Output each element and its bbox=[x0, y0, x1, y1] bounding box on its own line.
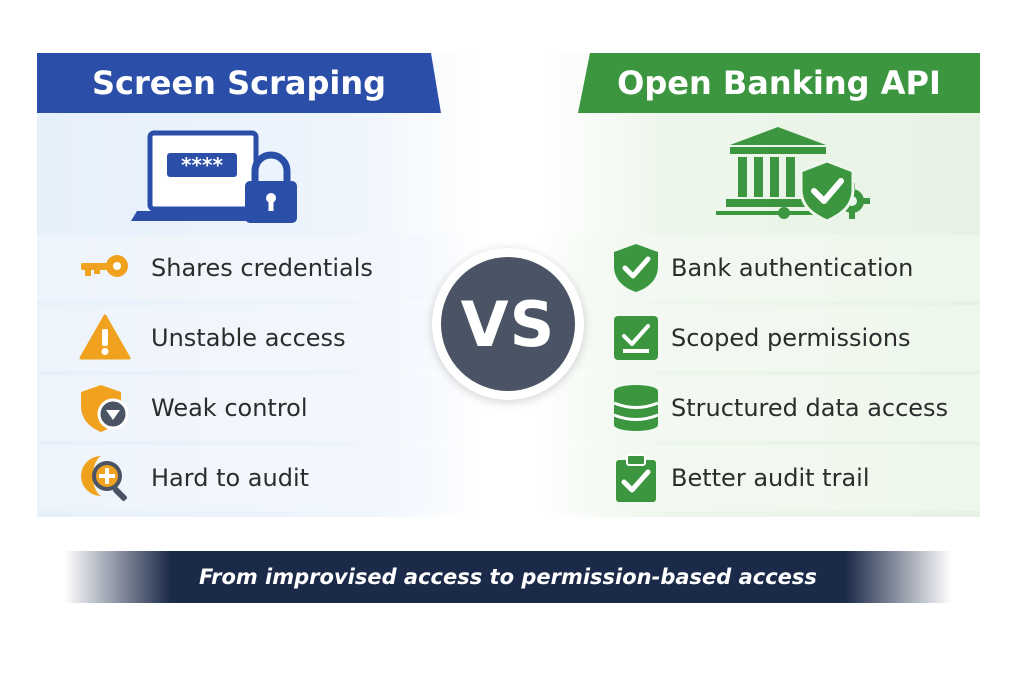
footer-banner: From improvised access to permission-bas… bbox=[64, 551, 952, 603]
list-item: Better audit trail bbox=[540, 445, 980, 511]
item-label: Unstable access bbox=[151, 324, 346, 352]
key-icon bbox=[81, 255, 128, 277]
search-doc-icon bbox=[81, 456, 127, 501]
open-banking-panel: Open Banking API Bank authentication bbox=[540, 53, 980, 517]
shield-down-icon bbox=[81, 385, 129, 432]
warning-icon bbox=[79, 314, 131, 360]
item-label: Weak control bbox=[151, 394, 308, 422]
shield-check-icon bbox=[614, 244, 658, 292]
list-item: Shares credentials bbox=[37, 235, 478, 301]
list-item: Weak control bbox=[37, 375, 478, 441]
vs-text: VS bbox=[441, 257, 575, 391]
list-item: Hard to audit bbox=[37, 445, 478, 511]
item-label: Hard to audit bbox=[151, 464, 310, 492]
vs-badge: VS bbox=[432, 248, 584, 400]
item-label: Shares credentials bbox=[151, 254, 373, 282]
screen-scraping-panel: Screen Scraping **** Shares credentials bbox=[37, 53, 478, 517]
item-label: Bank authentication bbox=[671, 254, 914, 282]
password-mask: **** bbox=[181, 153, 223, 177]
list-item: Unstable access bbox=[37, 305, 478, 371]
bank-shield-icon bbox=[716, 127, 870, 223]
database-icon bbox=[613, 385, 659, 431]
laptop-lock-icon: **** bbox=[131, 130, 297, 223]
checkbox-icon bbox=[614, 316, 658, 360]
list-item: Structured data access bbox=[540, 375, 980, 441]
screen-scraping-title: Screen Scraping bbox=[37, 53, 441, 113]
item-label: Scoped permissions bbox=[671, 324, 911, 352]
list-item: Scoped permissions bbox=[540, 305, 980, 371]
item-label: Structured data access bbox=[671, 394, 949, 422]
item-label: Better audit trail bbox=[671, 464, 870, 492]
list-item: Bank authentication bbox=[540, 235, 980, 301]
clipboard-check-icon bbox=[616, 454, 656, 502]
open-banking-title: Open Banking API bbox=[578, 53, 980, 113]
